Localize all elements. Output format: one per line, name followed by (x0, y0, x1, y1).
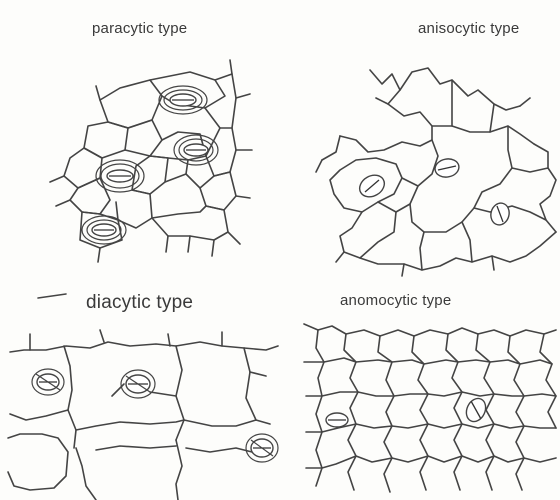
anomocytic-epidermis (304, 324, 556, 492)
paracytic-epidermis (50, 60, 252, 262)
paracytic-stomata (82, 86, 218, 244)
